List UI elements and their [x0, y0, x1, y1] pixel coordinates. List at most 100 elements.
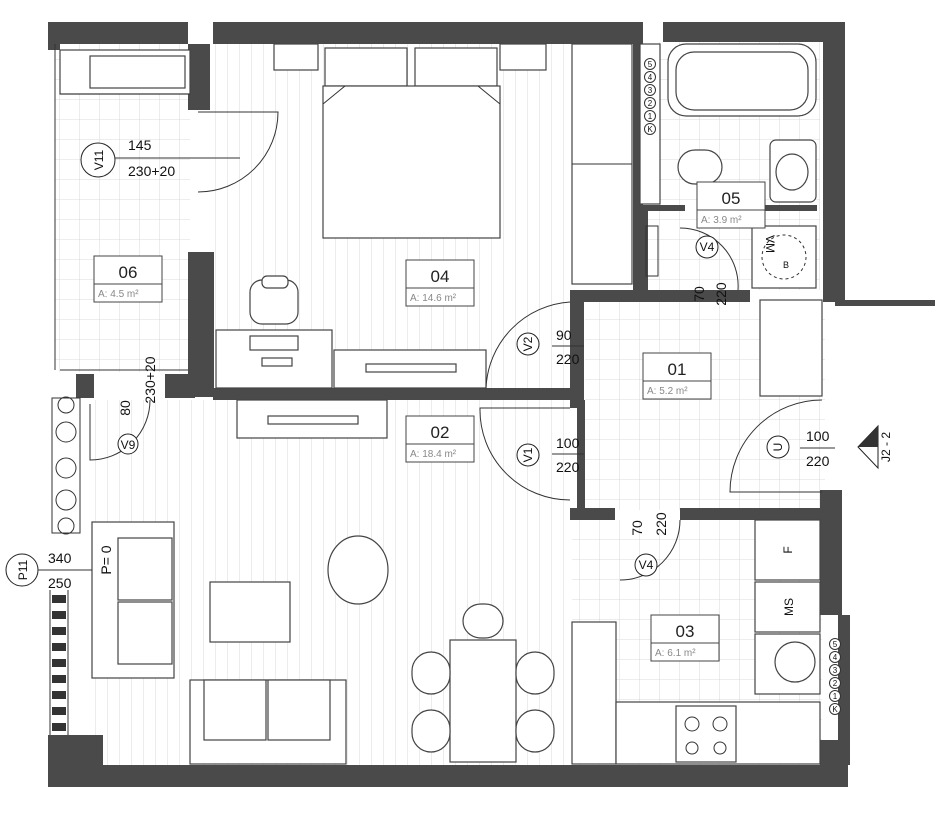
tag-U-label: U — [771, 443, 785, 452]
room-tag-03: 03 A: 6.1 m² — [650, 614, 720, 662]
shaft-circle — [644, 71, 656, 83]
shaft-number: 2 — [648, 99, 653, 108]
tag-U-h: 220 — [806, 453, 830, 469]
walls — [48, 22, 935, 787]
railing-slat — [52, 595, 66, 603]
label-b: B — [783, 260, 789, 270]
railing-slat — [52, 611, 66, 619]
shaft-circle — [644, 97, 656, 109]
room-area: A: 6.1 m² — [655, 648, 696, 659]
shaft-circle — [644, 110, 656, 122]
tag-V2-w: 90 — [556, 327, 572, 343]
bedroom-furniture — [215, 43, 633, 439]
tag-V4-kit-label: V4 — [639, 558, 654, 572]
terrace-railing — [49, 590, 69, 735]
label-p0: P= 0 — [98, 545, 114, 574]
room-tag-02: 02A: 18.4 m² — [405, 415, 475, 463]
tag-V2: V2 90 220 — [516, 327, 584, 367]
label-ms: MS — [782, 598, 796, 616]
tag-V2-label: V2 — [521, 336, 535, 351]
tag-V4-kit-h: 220 — [653, 512, 669, 536]
shaft-circle — [644, 84, 656, 96]
shaft-number: K — [832, 705, 838, 714]
room-tag-box — [93, 255, 163, 303]
room-tag-05: 05A: 3.9 m² — [696, 181, 766, 229]
shaft-number: 2 — [833, 679, 838, 688]
shaft-number: 3 — [648, 86, 653, 95]
section-label: J2 - 2 — [879, 432, 893, 462]
tag-V4-kitchen: V4 70 220 — [629, 512, 669, 577]
tag-V2-h: 220 — [556, 351, 580, 367]
tag-V4-bath-w: 70 — [691, 286, 707, 302]
shaft-circle — [829, 664, 841, 676]
railing-slat — [52, 659, 66, 667]
label-vm: VM — [763, 235, 777, 253]
room-tag-box — [642, 352, 712, 400]
shaft-circle — [829, 651, 841, 663]
tag-V9-label: V9 — [121, 438, 136, 452]
tag-V1: V1 100 220 — [516, 435, 584, 475]
shaft-number: 5 — [648, 60, 653, 69]
room-tags: 01 A: 5.2 m² 02A: 18.4 m² 03 A: 6.1 m² 04 A: 1… — [93, 181, 766, 662]
shaft-number: 1 — [648, 112, 653, 121]
tag-U-w: 100 — [806, 428, 830, 444]
shaft-circle — [829, 703, 841, 715]
label-f: F — [781, 546, 795, 553]
living-furniture — [91, 521, 555, 765]
shaft-number: 3 — [833, 666, 838, 675]
section-marker: J2 - 2 — [857, 424, 893, 470]
room-code: 06 — [119, 263, 138, 282]
shaft-circle — [644, 123, 656, 135]
railing-slat — [52, 723, 66, 731]
tag-V4-kit-w: 70 — [629, 520, 645, 536]
shaft-number: 5 — [833, 640, 838, 649]
bathroom-fixtures — [639, 43, 817, 289]
balcony-fixtures — [54, 44, 191, 371]
railing-slat — [52, 627, 66, 635]
tag-V1-label: V1 — [521, 447, 535, 462]
door-swings — [89, 111, 823, 581]
tag-P11-w: 340 — [48, 550, 72, 566]
tag-V4-bathroom: V4 70 220 — [691, 235, 729, 306]
tag-V11-label: V11 — [92, 149, 106, 170]
tag-P11-h: 250 — [48, 575, 72, 591]
room-code: 01 — [668, 360, 687, 379]
room-code: 02 — [431, 423, 450, 442]
shaft-circle — [829, 677, 841, 689]
room-tag-box — [650, 614, 720, 662]
room-tag-box — [696, 181, 766, 229]
hall-fixtures — [759, 299, 823, 397]
shaft-circle — [829, 638, 841, 650]
room-area: A: 4.5 m² — [98, 289, 139, 300]
shaft-numbers-kitchen: 5 4 3 2 1K — [829, 638, 841, 715]
tag-V4-bath-label: V4 — [700, 240, 715, 254]
railing-slat — [52, 675, 66, 683]
shaft-number: K — [647, 125, 653, 134]
shaft-numbers-bathroom: 5 4 3 2 1K — [644, 58, 656, 135]
planters — [51, 396, 81, 535]
tag-V4-bath-h: 220 — [713, 282, 729, 306]
tag-U: U 100 220 — [766, 428, 835, 469]
room-tag-01: 01 A: 5.2 m² — [642, 352, 712, 400]
tag-P11-label: P11 — [16, 559, 30, 580]
shaft-number: 4 — [648, 73, 653, 82]
room-tag-box — [405, 259, 475, 307]
room-code: 03 — [676, 622, 695, 641]
room-area: A: 5.2 m² — [647, 386, 688, 397]
room-tag-04: 04 A: 14.6 m² — [405, 259, 475, 307]
room-code: 05 — [722, 189, 741, 208]
shaft-circle — [829, 690, 841, 702]
room-area: A: 14.6 m² — [410, 293, 457, 304]
shaft-number: 1 — [833, 692, 838, 701]
shaft-circle — [644, 58, 656, 70]
railing-slat — [52, 691, 66, 699]
shaft-number: 4 — [833, 653, 838, 662]
tag-V1-h: 220 — [556, 459, 580, 475]
tag-V9: V9 80 230+20 — [117, 356, 158, 455]
tag-V9-h: 230+20 — [142, 356, 158, 403]
tag-V11-h: 230+20 — [128, 163, 175, 179]
tag-V9-w: 80 — [117, 400, 133, 416]
railing-slat — [52, 643, 66, 651]
room-code: 04 — [431, 267, 450, 286]
tag-V11: V11 145 230+20 — [80, 137, 240, 179]
